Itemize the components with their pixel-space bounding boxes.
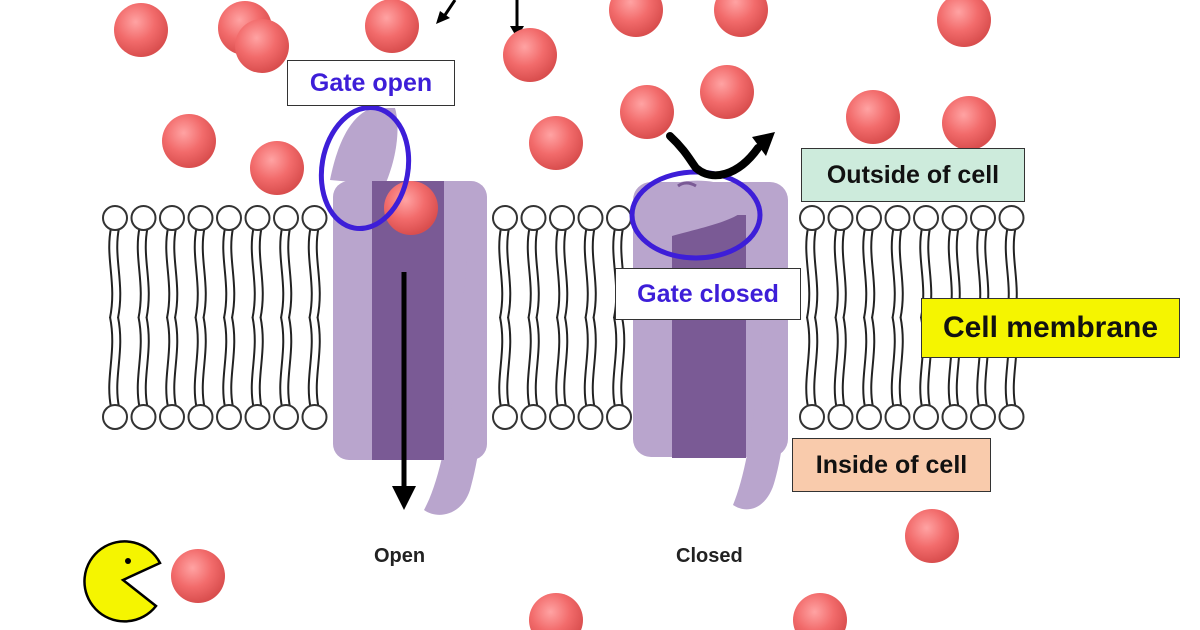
lipid bbox=[102, 205, 128, 319]
ion-ball bbox=[235, 19, 289, 73]
curved-arrow-icon bbox=[666, 132, 762, 180]
lipid bbox=[130, 316, 157, 430]
lipid bbox=[884, 316, 911, 430]
ion-ball bbox=[162, 114, 216, 168]
ion-ball bbox=[529, 116, 583, 170]
closed-channel bbox=[629, 132, 788, 510]
lipid bbox=[577, 205, 604, 319]
lipid bbox=[159, 316, 185, 430]
lipid-bilayer bbox=[102, 205, 1025, 430]
lipid bbox=[216, 205, 242, 319]
ion-ball bbox=[700, 65, 754, 119]
ion-in-channel bbox=[384, 181, 438, 235]
lipid bbox=[606, 316, 632, 430]
lipid bbox=[102, 316, 128, 430]
lipid bbox=[273, 205, 299, 319]
lipid bbox=[549, 316, 575, 430]
gate-open-ring bbox=[318, 104, 412, 232]
ion-ball bbox=[937, 0, 991, 47]
ion-ball bbox=[714, 0, 768, 37]
open-caption: Open bbox=[374, 545, 426, 567]
lipid bbox=[492, 316, 518, 430]
lipid bbox=[216, 316, 242, 430]
gate-closed-label: Gate closed bbox=[615, 268, 801, 320]
lipid bbox=[799, 316, 825, 430]
ion-ball bbox=[793, 593, 847, 630]
top-arrows bbox=[436, 0, 524, 38]
ion-ball bbox=[171, 549, 225, 603]
lipid bbox=[273, 316, 299, 430]
ion-ball bbox=[503, 28, 557, 82]
lipid bbox=[799, 205, 825, 319]
lipid bbox=[827, 316, 854, 430]
lipid bbox=[520, 205, 547, 319]
lipid bbox=[159, 205, 185, 319]
lipid bbox=[856, 316, 882, 430]
lipid bbox=[577, 316, 604, 430]
lipid bbox=[301, 205, 328, 319]
lipid bbox=[520, 316, 547, 430]
pacman-icon bbox=[83, 540, 162, 623]
lipid bbox=[244, 316, 271, 430]
ion-ball bbox=[529, 593, 583, 630]
lipid bbox=[492, 205, 518, 319]
closed-caption: Closed bbox=[676, 545, 743, 567]
lipid bbox=[244, 205, 271, 319]
cell-membrane-label: Cell membrane bbox=[921, 298, 1180, 358]
outside-of-cell-label: Outside of cell bbox=[801, 148, 1025, 202]
lipid bbox=[549, 205, 575, 319]
ions bbox=[114, 0, 996, 630]
ion-ball bbox=[365, 0, 419, 53]
ion-ball bbox=[620, 85, 674, 139]
ion-ball bbox=[609, 0, 663, 37]
inside-of-cell-label: Inside of cell bbox=[792, 438, 991, 492]
ion-ball bbox=[846, 90, 900, 144]
ion-ball bbox=[942, 96, 996, 150]
lipid bbox=[884, 205, 911, 319]
ion-ball bbox=[250, 141, 304, 195]
lipid bbox=[187, 205, 214, 319]
ion-ball bbox=[905, 509, 959, 563]
lipid bbox=[827, 205, 854, 319]
gate-open-label: Gate open bbox=[287, 60, 455, 106]
ion-ball bbox=[114, 3, 168, 57]
lipid bbox=[130, 205, 157, 319]
lipid bbox=[187, 316, 214, 430]
lipid bbox=[856, 205, 882, 319]
lipid bbox=[913, 316, 939, 430]
open-channel bbox=[318, 104, 487, 515]
lipid bbox=[301, 316, 328, 430]
